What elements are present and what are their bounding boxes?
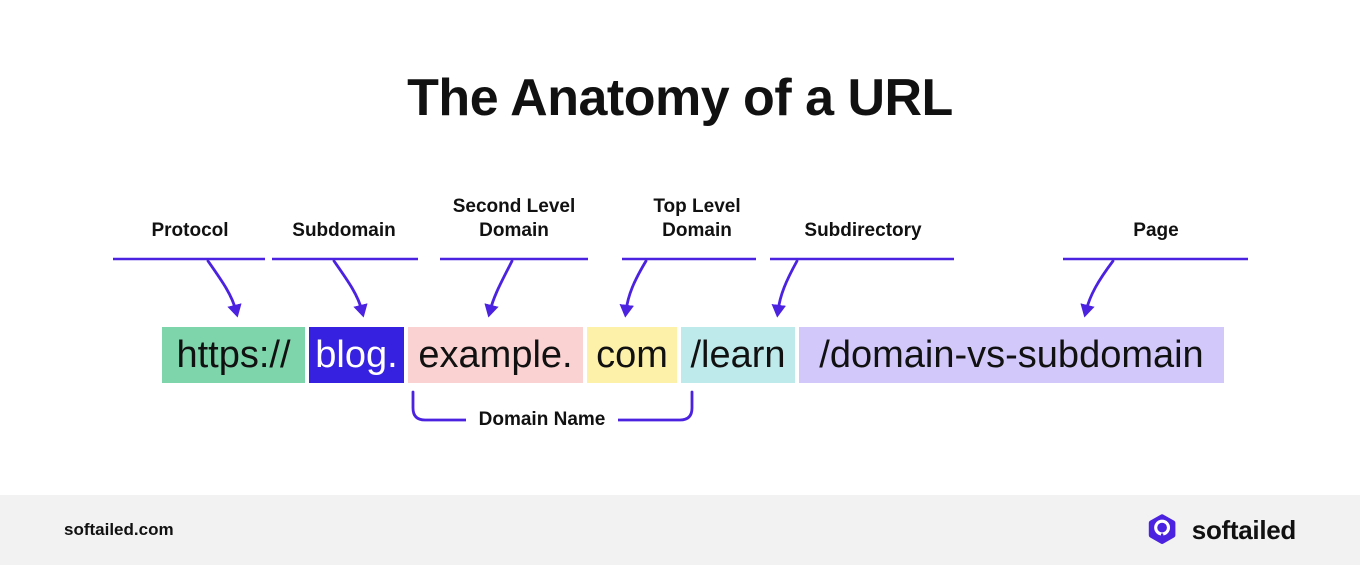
bracket-label-domain-name: Domain Name — [466, 408, 618, 432]
callout-label-subdirectory: Subdirectory — [804, 220, 922, 241]
callout-label-subdomain: Subdomain — [292, 220, 396, 241]
callout-label-second-level-domain: Second Level Domain — [452, 196, 576, 241]
arrow-protocol — [206, 259, 242, 318]
url-segment-subdomain[interactable]: blog. — [309, 327, 404, 383]
page-title: The Anatomy of a URL — [407, 69, 953, 127]
url-segment-subdirectory[interactable]: /learn — [681, 327, 795, 383]
footer-bar: softailed.com softailed — [0, 495, 1360, 565]
url-segment-page[interactable]: /domain-vs-subdomain — [799, 327, 1224, 383]
url-segment-second-level-domain[interactable]: example. — [408, 327, 583, 383]
arrow-top-level-domain — [619, 259, 648, 318]
footer-site-url: softailed.com — [64, 520, 174, 539]
arrow-subdomain — [332, 259, 368, 318]
url-bar: https:// blog. example. com /learn /doma… — [162, 327, 1224, 383]
brand-name: softailed — [1191, 514, 1297, 545]
callout-label-top-level-domain: Top Level Domain — [653, 196, 741, 241]
brand-lockup: softailed — [1146, 512, 1296, 548]
arrow-subdirectory — [771, 259, 799, 318]
callout-label-page: Page — [1133, 220, 1179, 241]
url-segment-protocol[interactable]: https:// — [162, 327, 305, 383]
url-segment-top-level-domain[interactable]: com — [587, 327, 677, 383]
callout-label-protocol: Protocol — [151, 220, 229, 241]
softailed-hexagon-search-logo-icon — [1148, 514, 1176, 544]
arrow-second-level-domain — [484, 259, 514, 318]
arrow-page — [1080, 259, 1115, 318]
